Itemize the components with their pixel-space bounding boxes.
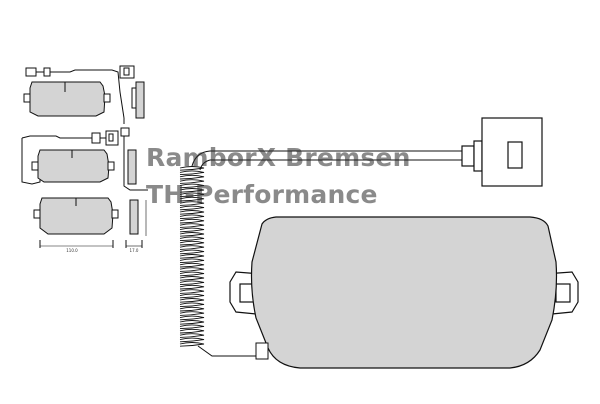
coil-loop bbox=[179, 179, 205, 184]
thumbnail-middle-view bbox=[21, 127, 148, 191]
coil-loop bbox=[179, 188, 205, 193]
coil-loop bbox=[179, 196, 205, 202]
coil-loop bbox=[179, 258, 205, 264]
coil-loop bbox=[179, 315, 205, 321]
coil-loop bbox=[179, 328, 205, 334]
coil-loop bbox=[179, 262, 205, 268]
coil-loop bbox=[179, 333, 205, 338]
coil-loop bbox=[179, 324, 205, 330]
coil-loop bbox=[179, 267, 205, 272]
watermark-line-2: TH-Performance bbox=[146, 180, 378, 209]
coil-loop bbox=[179, 218, 205, 224]
coil-loop bbox=[179, 205, 205, 211]
coil-loop bbox=[179, 170, 205, 176]
coil-loop bbox=[179, 276, 205, 281]
coiled-sensor-wire bbox=[179, 150, 211, 347]
coil-loop bbox=[179, 311, 205, 316]
coil-loop bbox=[179, 210, 205, 215]
coil-loop bbox=[179, 249, 205, 255]
coil-loop bbox=[179, 183, 205, 189]
coil-loop bbox=[179, 306, 205, 312]
coil-loop bbox=[179, 254, 205, 259]
coil-loop bbox=[179, 192, 205, 198]
coil-loop bbox=[179, 320, 205, 325]
coil-loop bbox=[179, 302, 205, 308]
coil-loop bbox=[179, 289, 205, 294]
coil-loop bbox=[179, 214, 205, 220]
coil-loop bbox=[179, 223, 205, 228]
dimension-thickness-label: 17.0 bbox=[130, 248, 139, 253]
coil-loop bbox=[179, 201, 205, 206]
thumbnail-top-view bbox=[23, 65, 145, 124]
coil-loop bbox=[179, 240, 205, 246]
brake-pad-main bbox=[229, 216, 579, 369]
coil-loop bbox=[179, 342, 205, 347]
dimension-width-label: 110.0 bbox=[66, 248, 78, 253]
coil-loop bbox=[179, 293, 205, 299]
coil-loop bbox=[179, 284, 205, 290]
coil-loop bbox=[179, 271, 205, 277]
coil-lower-lead bbox=[197, 342, 269, 360]
coil-loop bbox=[179, 236, 205, 242]
coil-loop bbox=[179, 298, 205, 303]
watermark-line-1: RamborX Bremsen bbox=[146, 143, 411, 172]
coil-loop bbox=[179, 337, 205, 343]
coil-loop bbox=[179, 227, 205, 233]
coil-loop bbox=[179, 232, 205, 237]
thumbnail-bottom-view bbox=[33, 197, 147, 248]
sensor-wire bbox=[210, 150, 462, 161]
coil-loop bbox=[179, 280, 205, 286]
coil-loop bbox=[179, 166, 205, 171]
coil-loop bbox=[179, 245, 205, 250]
coil-loop bbox=[179, 174, 205, 180]
sensor-connector bbox=[461, 117, 543, 187]
